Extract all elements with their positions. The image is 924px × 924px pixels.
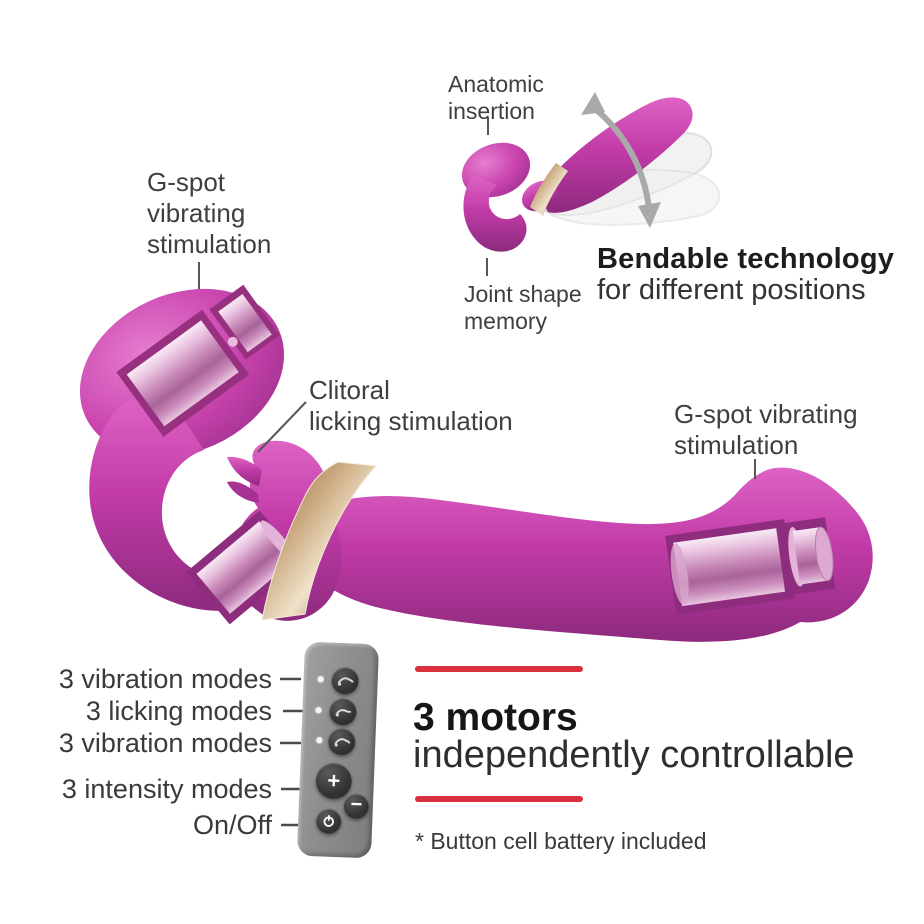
mode-button-vibration-2 (327, 727, 356, 756)
motors-headline-bold: 3 motors (413, 696, 578, 739)
device-silhouette-icon (334, 708, 351, 717)
power-button (315, 808, 342, 835)
bendable-rest-line: for different positions (597, 274, 866, 306)
licking-lip (227, 481, 259, 503)
clitoral-nub (227, 456, 262, 486)
mode-button-licking (328, 697, 357, 726)
label-line: Clitoral (309, 375, 390, 405)
label-line: stimulation (147, 229, 272, 259)
bendable-product-illustration (461, 92, 721, 252)
clitoral-label: Clitoral licking stimulation (309, 375, 513, 437)
bendable-technology-label: Bendable technology for different positi… (597, 243, 894, 306)
label-line: G-spot vibrating (674, 399, 858, 429)
power-icon (323, 815, 334, 827)
motors-headline: 3 motors independently controllable (413, 696, 855, 776)
remote-control: + − (296, 641, 380, 859)
red-rule-top (415, 666, 583, 672)
small-gold-band (530, 163, 568, 216)
left-gspot-label: G-spot vibrating stimulation (147, 167, 271, 260)
joint-shape-memory-label: Joint shape memory (464, 281, 582, 335)
mode-label-licking: 3 licking modes (85, 696, 272, 726)
bendable-bold-line: Bendable technology (597, 243, 895, 275)
led-indicator-3 (316, 737, 323, 744)
bend-arrow-icon (581, 92, 661, 228)
label-line: licking stimulation (309, 406, 513, 436)
product-hook-arm (89, 398, 295, 611)
label-line: Anatomic (448, 71, 544, 97)
pointer-lines (198, 117, 756, 479)
device-silhouette-icon (337, 676, 354, 686)
led-indicator-1 (317, 676, 324, 683)
mode-label-intensity: 3 intensity modes (61, 774, 272, 804)
mode-label-vibration-1: 3 vibration modes (58, 664, 272, 694)
gold-band (261, 461, 378, 621)
label-line: insertion (448, 98, 535, 124)
mode-button-vibration-1 (331, 666, 360, 695)
led-indicator-2 (315, 707, 322, 714)
mode-label-vibration-2: 3 vibration modes (58, 728, 272, 758)
red-rule-bottom (415, 796, 583, 802)
mode-label-onoff: On/Off (192, 810, 272, 840)
main-product-illustration (79, 284, 873, 642)
label-line: memory (464, 308, 548, 334)
label-line: Joint shape (464, 281, 582, 307)
bulb-motor-cutaway (116, 284, 280, 437)
motors-headline-rest: independently controllable (413, 734, 855, 776)
intensity-plus-button: + (315, 762, 353, 800)
device-silhouette-icon (333, 737, 350, 747)
clitoral-pointer-line (257, 401, 307, 453)
right-gspot-label: G-spot vibrating stimulation (674, 399, 858, 461)
label-line: vibrating (147, 198, 246, 228)
small-product-shaft (543, 97, 693, 213)
shaft-motor-cutaway (665, 517, 836, 616)
intensity-minus-button: − (343, 793, 370, 820)
small-product-hook (463, 176, 527, 252)
label-line: stimulation (674, 430, 799, 460)
anatomic-insertion-label: Anatomic insertion (448, 71, 544, 125)
label-line: G-spot (147, 167, 226, 197)
battery-footnote: * Button cell battery included (415, 828, 707, 854)
